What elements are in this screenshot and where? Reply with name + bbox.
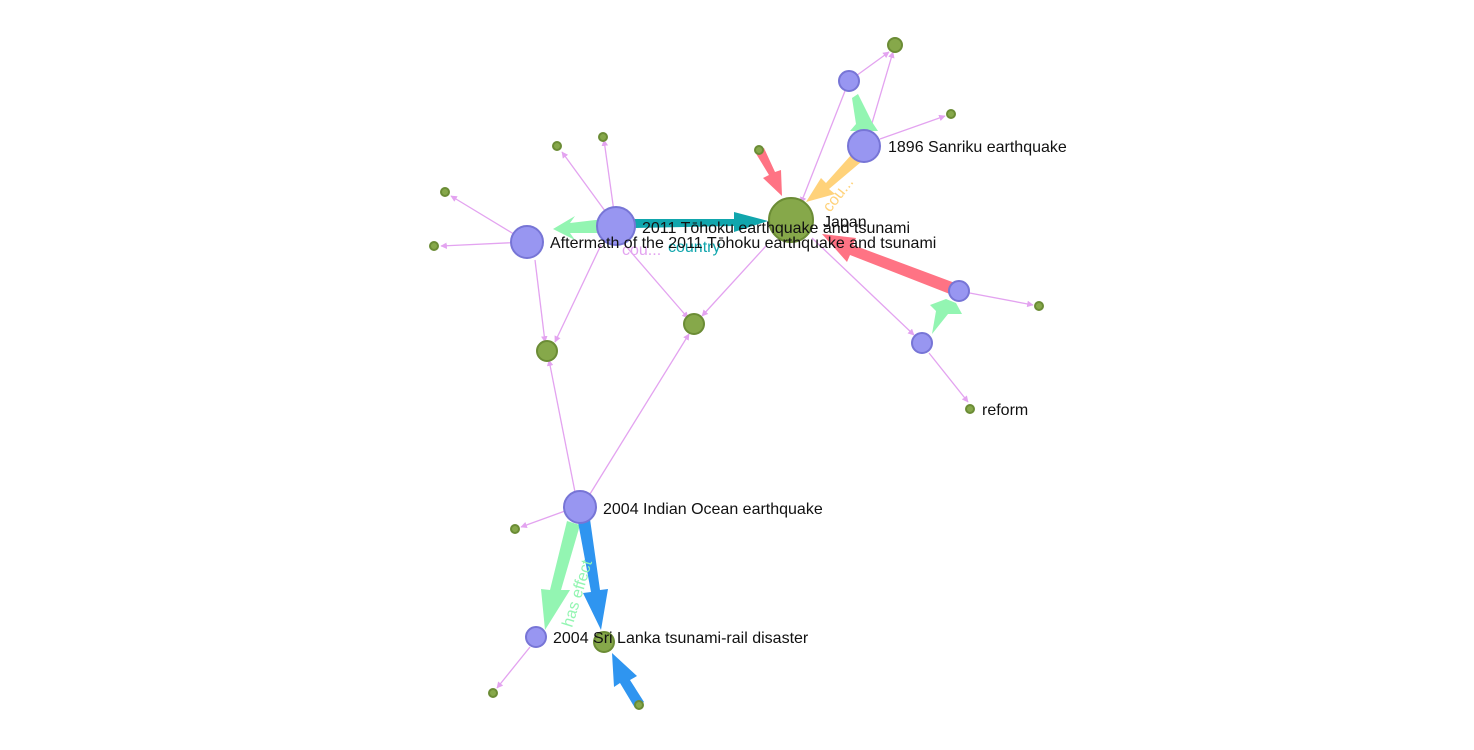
graph-node[interactable] [847, 129, 881, 163]
graph-node[interactable] [596, 206, 636, 246]
edge-label-country: country [668, 239, 720, 256]
graph-node[interactable] [754, 145, 764, 155]
label-japan: Japan [823, 214, 867, 231]
graph-node[interactable] [563, 490, 597, 524]
label-reform: reform [982, 402, 1028, 419]
graph-node[interactable] [525, 626, 547, 648]
label-indian-ocean: 2004 Indian Ocean earthquake [603, 501, 823, 518]
graph-node[interactable] [510, 225, 544, 259]
edge [811, 237, 915, 336]
edge-blue-into-bottom-node [612, 653, 644, 708]
edge-country-tohoku-japan [634, 212, 768, 232]
graph-node[interactable] [1034, 301, 1044, 311]
edge [520, 510, 566, 529]
graph-node[interactable] [838, 70, 860, 92]
graph-node[interactable] [946, 109, 956, 119]
nodes [429, 37, 1044, 710]
edge-blue-indian-node [578, 519, 608, 630]
edge [534, 259, 548, 343]
edge [958, 290, 1034, 308]
graph-node[interactable] [536, 340, 558, 362]
node-labels: Japan 2011 Tōhoku earthquake and tsunami… [550, 139, 1067, 647]
edge [928, 352, 969, 403]
graph-node[interactable] [948, 280, 970, 302]
edge-has-effect-aftermath [553, 216, 604, 240]
edge-label-country-faded: cou... [622, 242, 661, 259]
graph-node[interactable] [429, 241, 439, 251]
edge [546, 359, 576, 493]
edge-green-into-sanriku [850, 94, 878, 131]
graph-node[interactable] [510, 524, 520, 534]
graph-node[interactable] [552, 141, 562, 151]
edge [554, 244, 602, 343]
graph-node[interactable] [488, 688, 498, 698]
edge-red-into-japan [755, 148, 782, 196]
label-aftermath: Aftermath of the 2011 Tōhoku earthquake … [550, 235, 936, 252]
edge-green-into-lower-node [930, 299, 962, 334]
edge [701, 245, 767, 317]
graph-node[interactable] [887, 37, 903, 53]
label-tohoku: 2011 Tōhoku earthquake and tsunami [642, 220, 910, 237]
label-sanriku: 1896 Sanriku earthquake [888, 139, 1067, 156]
edge [869, 51, 895, 131]
graph-node[interactable] [440, 187, 450, 197]
edge [496, 646, 531, 689]
graph-node[interactable] [593, 631, 615, 653]
label-sri-lanka: 2004 Sri Lanka tsunami-rail disaster [553, 630, 809, 647]
graph-node[interactable] [598, 132, 608, 142]
edge-red-to-japan-large [822, 234, 960, 298]
edge [800, 90, 846, 204]
graph-node[interactable] [634, 700, 644, 710]
edge [879, 114, 946, 140]
edge [623, 243, 689, 319]
graph-node[interactable] [768, 197, 814, 243]
edge-orange-sanriku-japan [806, 154, 861, 202]
thick-edges [541, 94, 962, 708]
edge-has-effect-indian-srilanka [541, 521, 580, 630]
graph-node[interactable] [683, 313, 705, 335]
graph-node[interactable] [911, 332, 933, 354]
graph-node[interactable] [965, 404, 975, 414]
edge [589, 333, 690, 495]
